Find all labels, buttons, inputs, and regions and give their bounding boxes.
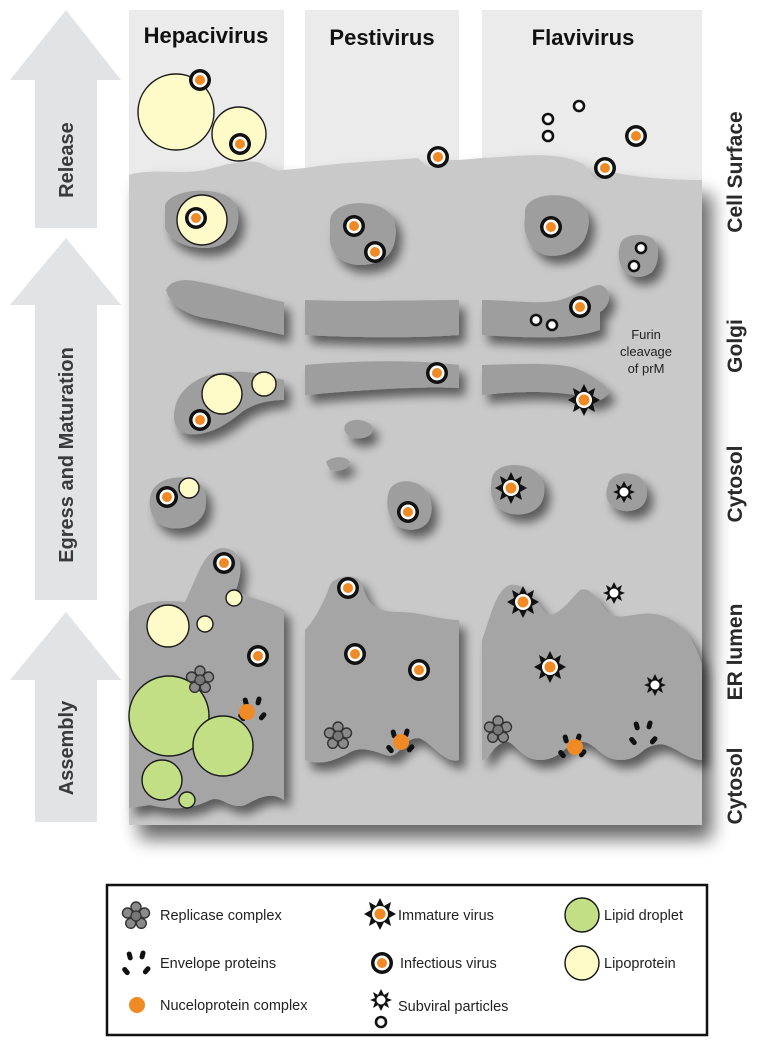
legend-lipid-droplet-label: Lipid droplet: [604, 908, 683, 924]
column-title-pestivirus: Pestivirus: [329, 25, 434, 50]
stage-egress-label: Egress and Maturation: [56, 347, 78, 563]
stage-release-label: Release: [56, 122, 78, 198]
furin-line-1: Furin: [631, 327, 661, 342]
furin-line-2: cleavage: [620, 344, 672, 359]
legend-infectious-icon: [371, 952, 393, 974]
legend: Replicase complex Envelope proteins Nuce…: [105, 883, 709, 1037]
label-cytosol-lower: Cytosol: [724, 747, 747, 824]
legend-nucleoprotein-icon: [129, 997, 145, 1013]
stage-arrows: [10, 10, 121, 822]
legend-lipid-droplet-icon: [564, 897, 600, 933]
legend-subviral-ring-icon: [374, 1015, 388, 1029]
stage-assembly-label: Assembly: [56, 700, 78, 795]
legend-subviral-label: Subviral particles: [398, 999, 508, 1015]
assembly-sites: [237, 695, 659, 760]
legend-subviral-star-icon: [370, 989, 392, 1011]
label-cytosol-upper: Cytosol: [724, 445, 747, 522]
label-er-lumen: ER lumen: [724, 604, 747, 701]
label-golgi: Golgi: [724, 319, 747, 373]
legend-lipoprotein-label: Lipoprotein: [604, 956, 676, 972]
label-cell-surface: Cell Surface: [724, 111, 747, 232]
legend-box: [105, 883, 709, 1037]
assembly-arrow: [10, 612, 121, 822]
legend-immature-label: Immature virus: [398, 908, 494, 924]
release-arrow: [10, 10, 121, 228]
furin-annotation: Furin cleavage of prM: [620, 327, 672, 376]
legend-lipoprotein-icon: [564, 945, 600, 981]
furin-line-3: of prM: [628, 361, 665, 376]
column-title-flavivirus: Flavivirus: [532, 25, 635, 50]
legend-nucleoprotein-label: Nuceloprotein complex: [160, 998, 308, 1014]
column-title-hepacivirus: Hepacivirus: [144, 23, 269, 48]
legend-infectious-label: Infectious virus: [400, 956, 497, 972]
lipoproteins: [137, 73, 277, 648]
legend-replicase-label: Replicase complex: [160, 908, 282, 924]
legend-envelope-label: Envelope proteins: [160, 956, 276, 972]
egress-arrow: [10, 238, 121, 600]
lipid-droplets: [128, 675, 254, 809]
